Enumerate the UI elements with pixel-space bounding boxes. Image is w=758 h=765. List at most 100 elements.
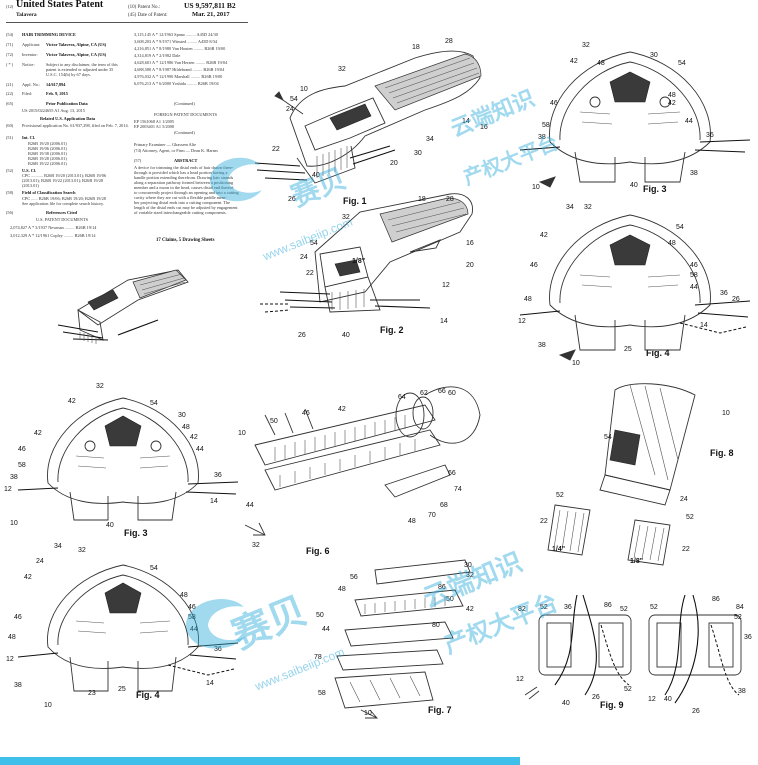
ref-42j: 42 <box>24 574 32 581</box>
ref-48c: 48 <box>597 60 605 67</box>
cpc-line: CPC ........... B26B 19/20 (2013.01); B2… <box>22 173 107 178</box>
figure-7-label: Fig. 7 <box>428 705 452 715</box>
ref-26e: 26 <box>732 296 740 303</box>
ref-48f: 48 <box>524 296 532 303</box>
ref-42d: 42 <box>668 100 676 107</box>
figure-3-label-a: Fig. 3 <box>643 184 667 194</box>
ref-52r: 52 <box>540 604 548 611</box>
ref-48m: 48 <box>408 518 416 525</box>
ref-40g: 40 <box>106 522 114 529</box>
ref-24: 24 <box>286 106 294 113</box>
appl-label: Appl. No.: <box>22 82 41 87</box>
ref-52t: 52 <box>650 604 658 611</box>
ref-50n: 50 <box>446 596 454 603</box>
ref-52q: 52 <box>686 514 694 521</box>
ref-40s: 40 <box>664 696 672 703</box>
figure-8-drawing <box>547 383 696 566</box>
intcl-item: B26B 19/06 (2006.01) <box>28 146 67 151</box>
ref-10c: 10 <box>532 184 540 191</box>
ref-54b: 54 <box>310 240 318 247</box>
figure-9-drawing <box>524 594 742 704</box>
patent-type-heading: United States Patent <box>16 0 104 10</box>
intcl-label: Int. Cl. <box>22 135 36 140</box>
ref-40: 40 <box>312 172 320 179</box>
applicant-code: (71) <box>6 42 14 47</box>
ref-22p: 22 <box>540 518 548 525</box>
intcl-item: B26B 19/22 (2006.01) <box>28 161 67 166</box>
ref-86t: 86 <box>712 596 720 603</box>
ref-50o: 50 <box>316 612 324 619</box>
prior-pub-heading: Prior Publication Data <box>46 101 88 106</box>
related-heading: Related U.S. Application Data <box>40 116 96 121</box>
reference-entry: 4,628,601 A * 12/1986 Van Herzen .......… <box>134 60 228 65</box>
ref-50m: 50 <box>270 418 278 425</box>
ref-36c: 36 <box>706 132 714 139</box>
ref-16: 16 <box>480 124 488 131</box>
ref-54e: 54 <box>676 224 684 231</box>
figure-6-label: Fig. 6 <box>306 546 330 556</box>
abstract-line: A device for trimming the distal ends of… <box>134 165 234 170</box>
ref-86r: 86 <box>604 602 612 609</box>
figure-1-label: Fig. 1 <box>343 196 367 206</box>
ref-44n: 44 <box>322 626 330 633</box>
ref-14: 14 <box>462 118 470 125</box>
ref-10: 10 <box>300 86 308 93</box>
ref-38d: 38 <box>690 170 698 177</box>
title-code: (54) <box>6 32 14 37</box>
ref-12s: 12 <box>648 696 656 703</box>
ref-10e: 10 <box>572 360 580 367</box>
patent-date: Mar. 21, 2017 <box>192 11 230 18</box>
notice-label: Notice: <box>22 62 35 67</box>
figure-2-drawing <box>260 193 473 313</box>
abstract-line: ber projecting distal ends into a cuttin… <box>134 200 230 205</box>
ref-26s: 26 <box>692 708 700 715</box>
ref-18b: 18 <box>418 196 426 203</box>
ref-22b: 22 <box>306 270 314 277</box>
ref-42c: 42 <box>570 58 578 65</box>
ref-10m: 10 <box>238 430 246 437</box>
provisional: Provisional application No. 61/937,298, … <box>22 123 129 128</box>
applicant: Victor Talavera, Alpine, CA (US) <box>46 42 107 47</box>
ref-32c: 32 <box>582 42 590 49</box>
patent-number: US 9,597,811 B2 <box>184 1 236 10</box>
ref-82r: 82 <box>518 606 526 613</box>
ref-28: 28 <box>445 38 453 45</box>
figure-4-label-b: Fig. 4 <box>136 690 160 700</box>
ref-26b: 26 <box>298 332 306 339</box>
ref-36g: 36 <box>214 472 222 479</box>
patent-front-page: (12) United States Patent Talavera (10) … <box>6 0 256 272</box>
ref-32b: 32 <box>342 214 350 221</box>
refs-code: (56) <box>6 210 14 215</box>
ref-52u: 52 <box>734 614 742 621</box>
foreign-ref: EP 2003401 A1 5/2008 <box>134 124 175 129</box>
figure-4-label-a: Fig. 4 <box>646 348 670 358</box>
ref-36u: 36 <box>744 634 752 641</box>
ref-22q: 22 <box>682 546 690 553</box>
ref-20b: 20 <box>466 262 474 269</box>
ref-25e: 25 <box>624 346 632 353</box>
reference-entry: 2,074,827 A * 3/1937 Newman ......... B2… <box>10 225 97 230</box>
ref-40b: 40 <box>342 332 350 339</box>
filed-date: Feb. 9, 2015 <box>46 91 68 96</box>
abstract-line: along a separation pathway formed betwee… <box>134 180 234 185</box>
abstract-line: cavity where they are cut with a flexibl… <box>134 195 227 200</box>
figure-3-drawing-a <box>519 51 751 188</box>
ref-18: 18 <box>412 44 420 51</box>
ref-28b: 28 <box>446 196 454 203</box>
ref-12k: 12 <box>6 656 14 663</box>
reference-entry: 4,688,580 A * 8/1987 Hildebrand ........… <box>134 67 225 72</box>
inventor-code: (72) <box>6 52 14 57</box>
ref-60m: 60 <box>448 390 456 397</box>
figure-1-drawing <box>254 50 482 184</box>
ref-14k: 14 <box>206 680 214 687</box>
ref-30: 30 <box>414 150 422 157</box>
ref-10n: 10 <box>364 710 372 717</box>
ref-58j: 58 <box>188 614 196 621</box>
patent-title: HAIR TRIMMING DEVICE <box>22 32 76 37</box>
ref-46k: 46 <box>14 614 22 621</box>
ref-70m: 70 <box>428 512 436 519</box>
size-label-fig8-a: 1/4" <box>552 546 566 553</box>
figure-4-drawing-b <box>17 564 239 692</box>
reference-entry: 3,012,329 A * 12/1961 Copley ......... B… <box>10 233 96 238</box>
ref-58n: 58 <box>318 690 326 697</box>
